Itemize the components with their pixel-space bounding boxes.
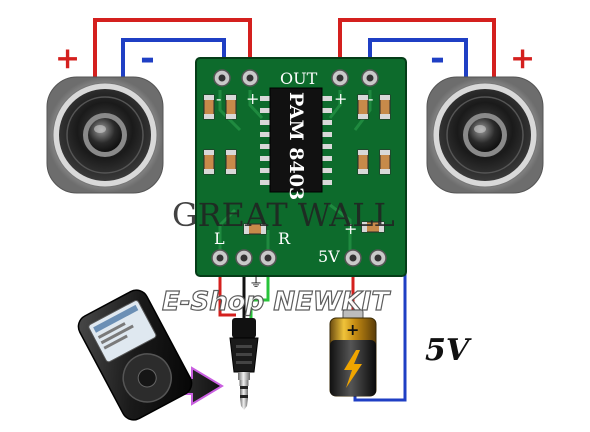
power-plus-label: +	[344, 219, 357, 238]
left-speaker-minus-sign: -	[140, 37, 155, 79]
power-5v-label: 5V	[318, 247, 340, 266]
right-channel-green-wire	[249, 255, 270, 318]
right-speaker-minus-sign: -	[430, 37, 445, 79]
amplifier-board: OUT - + + - L R 5V + -	[195, 57, 407, 277]
smd-components	[203, 94, 391, 235]
right-speaker	[426, 76, 544, 194]
left-speaker-red-wire	[93, 18, 252, 80]
out-left-minus-label: -	[216, 89, 221, 108]
right-speaker-red-wire	[338, 18, 496, 80]
ground-symbol: ⏚	[249, 275, 263, 291]
mp3-player-icon	[77, 289, 193, 421]
pcb-traces	[218, 90, 372, 250]
left-channel-label: L	[214, 229, 225, 248]
right-channel-label: R	[278, 229, 291, 248]
audio-jack-plug	[229, 318, 259, 410]
left-speaker-plus-sign: +	[55, 41, 80, 76]
voltage-label: 5V	[425, 333, 472, 368]
out-left-plus-label: +	[246, 89, 259, 108]
out-right-plus-label: +	[334, 89, 347, 108]
chip-label: PAM 8403	[285, 92, 307, 200]
right-speaker-plus-sign: +	[510, 41, 535, 76]
battery-plus-label: +	[346, 320, 359, 339]
out-label: OUT	[280, 69, 318, 88]
battery-icon: +	[329, 309, 377, 397]
out-right-minus-label: -	[368, 89, 373, 108]
left-speaker	[46, 76, 164, 194]
watermark-brand: GREAT WALL	[172, 196, 395, 234]
pam8403-chip: PAM 8403	[260, 87, 332, 200]
